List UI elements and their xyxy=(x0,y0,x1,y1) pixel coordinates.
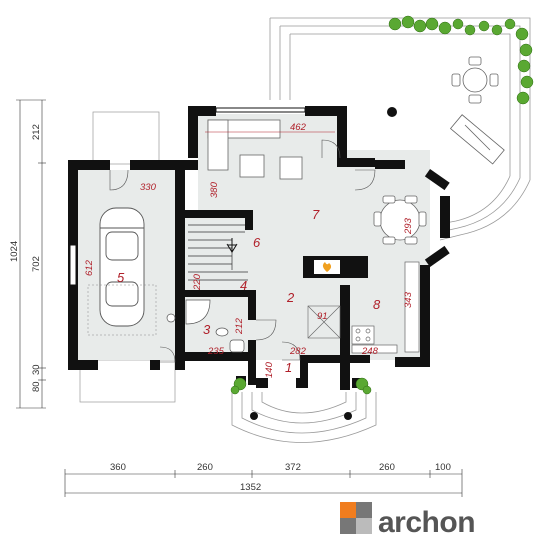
dim-91: 91 xyxy=(317,311,328,322)
brand-name: archon xyxy=(378,506,475,539)
dim-bottom-372: 372 xyxy=(285,462,301,473)
dim-left-1024: 1024 xyxy=(9,241,20,262)
room-number-2: 2 xyxy=(286,290,295,305)
dim-left-212: 212 xyxy=(31,124,42,140)
room-number-4: 4 xyxy=(240,278,247,293)
room-number-1: 1 xyxy=(285,360,292,375)
dim-212: 212 xyxy=(234,317,245,335)
logo-mark-orange xyxy=(340,502,356,518)
kitchen-counter xyxy=(351,261,420,354)
room-number-7: 7 xyxy=(312,207,320,222)
room-number-6: 6 xyxy=(253,235,261,250)
logo-mark-gray-bottom xyxy=(340,518,356,534)
bottom-dimension-line xyxy=(64,469,463,497)
dim-380: 380 xyxy=(209,181,220,198)
dim-220: 220 xyxy=(192,273,203,291)
car xyxy=(99,207,145,327)
left-dimension-line xyxy=(16,99,46,409)
sofa xyxy=(207,119,303,180)
dim-bottom-260b: 260 xyxy=(379,462,395,473)
garage-mat xyxy=(87,284,157,336)
entrance-plants xyxy=(230,377,372,395)
dim-left-30: 30 xyxy=(31,364,42,375)
entrance-terrace xyxy=(231,392,377,443)
sun-lounger xyxy=(449,114,505,165)
dim-bottom-360: 360 xyxy=(110,462,126,473)
stairs xyxy=(188,224,248,281)
dim-248: 248 xyxy=(361,346,379,357)
dim-bottom-100: 100 xyxy=(435,462,451,473)
dim-330: 330 xyxy=(140,182,157,193)
bathroom-fixtures xyxy=(185,299,245,353)
door-swings xyxy=(109,139,376,363)
room-number-3: 3 xyxy=(203,322,211,337)
dim-293: 293 xyxy=(403,217,414,235)
terrace-top-right xyxy=(269,17,531,241)
dim-462: 462 xyxy=(290,122,307,133)
dim-140: 140 xyxy=(264,361,275,378)
dim-total-1352: 1352 xyxy=(240,482,261,493)
plants-top-right xyxy=(388,15,534,105)
dim-343: 343 xyxy=(403,291,414,308)
dim-612: 612 xyxy=(84,259,95,276)
terrace-light xyxy=(387,107,397,117)
logo-mark-light xyxy=(356,518,372,534)
dim-left-702: 702 xyxy=(31,256,42,272)
entrance-lamps xyxy=(250,412,352,420)
room-number-8: 8 xyxy=(373,297,381,312)
dim-left-80: 80 xyxy=(31,381,42,392)
patio-table xyxy=(451,56,499,104)
room-number-5: 5 xyxy=(117,270,125,285)
fireplace xyxy=(314,260,340,274)
boiler xyxy=(166,313,176,323)
logo-mark-gray-top xyxy=(356,502,372,518)
archon-logo: archon xyxy=(340,502,476,539)
pantry xyxy=(307,305,341,339)
dim-282: 282 xyxy=(289,346,307,357)
dim-bottom-260: 260 xyxy=(197,462,213,473)
dining-table xyxy=(373,195,427,245)
dim-235: 235 xyxy=(207,346,225,357)
